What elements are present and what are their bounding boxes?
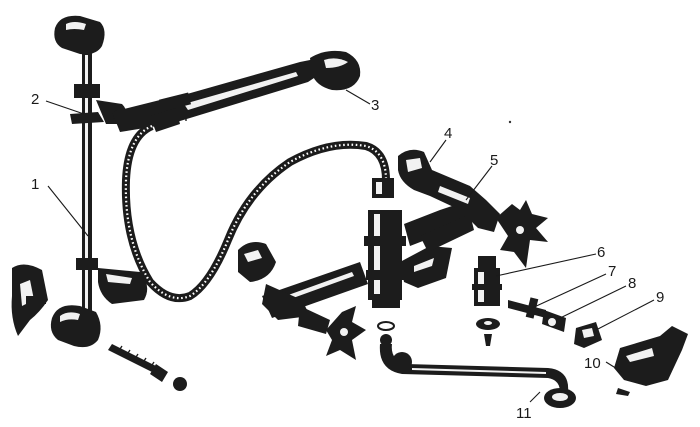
mixer-valve-icon [238, 149, 548, 360]
callout-4: 4 [444, 125, 452, 142]
callout-3: 3 [371, 97, 379, 114]
callout-11: 11 [516, 405, 532, 422]
shower-rail-icon [11, 15, 148, 348]
callout-5: 5 [490, 152, 498, 169]
cartridge-icon [472, 256, 502, 306]
handle-icon [614, 326, 688, 396]
gland-nut-icon [574, 322, 602, 348]
spindle-icon [508, 297, 566, 332]
spout-icon [379, 344, 576, 408]
callout-10: 10 [584, 355, 601, 372]
callout-6: 6 [597, 244, 605, 261]
callout-1: 1 [31, 176, 39, 193]
callout-labels: 1 2 3 4 5 6 7 8 9 10 11 [31, 91, 664, 422]
callout-8: 8 [628, 275, 636, 292]
callout-9: 9 [656, 289, 664, 306]
small-fittings-icon [476, 318, 500, 346]
screw-icon [108, 344, 187, 391]
shower-head-icon [112, 50, 361, 132]
callout-2: 2 [31, 91, 39, 108]
callout-7: 7 [608, 263, 616, 280]
leader-lines [45, 89, 655, 403]
flex-hose-icon [121, 122, 394, 303]
